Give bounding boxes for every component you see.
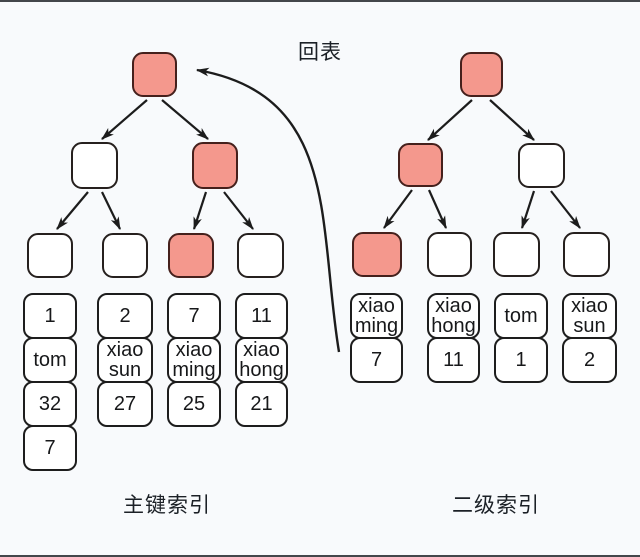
record-box: 27 (97, 381, 153, 427)
record-box: 7 (23, 425, 77, 471)
edge-primary-root-right (161, 99, 209, 140)
primary-leaf-node-2 (102, 233, 148, 278)
secondary-leaf-column-1: xiao ming 7 (350, 293, 403, 383)
edge-secondary-l2a-leaf1 (383, 189, 413, 229)
record-box: xiao hong (235, 337, 288, 383)
record-box: 7 (350, 337, 403, 383)
record-box: 11 (427, 337, 480, 383)
primary-root-node (132, 52, 177, 97)
record-box: xiao ming (350, 293, 403, 339)
primary-index-caption: 主键索引 (123, 494, 211, 517)
record-box: tom (494, 293, 548, 339)
primary-leaf-column-3: 7 xiao ming 25 (167, 293, 221, 427)
back-to-table-label: 回表 (298, 41, 342, 64)
record-box: 21 (235, 381, 288, 427)
edge-secondary-root-left (427, 99, 473, 141)
edge-secondary-l2a-leaf2 (427, 189, 448, 229)
edge-secondary-root-right (489, 99, 535, 141)
record-box: 11 (235, 293, 288, 339)
record-box: 25 (167, 381, 221, 427)
primary-leaf-node-4 (237, 233, 284, 278)
bottom-frame-line (0, 555, 640, 557)
edge-primary-l2a-leaf1 (56, 191, 89, 230)
primary-leaf-column-1: 1 tom 32 7 (23, 293, 77, 471)
secondary-leaf-column-4: xiao sun 2 (562, 293, 617, 383)
primary-leaf-node-1 (27, 233, 73, 278)
primary-internal-node-right (192, 142, 238, 189)
primary-internal-node-left (71, 142, 118, 189)
edge-primary-l2b-leaf4 (223, 191, 254, 230)
secondary-leaf-column-2: xiao hong 11 (427, 293, 480, 383)
secondary-leaf-column-3: tom 1 (494, 293, 548, 383)
record-box: xiao ming (167, 337, 221, 383)
edge-primary-root-left (101, 99, 148, 140)
record-box: 1 (23, 293, 77, 339)
record-box: 32 (23, 381, 77, 427)
secondary-index-caption: 二级索引 (452, 494, 540, 517)
primary-leaf-column-2: 2 xiao sun 27 (97, 293, 153, 427)
primary-leaf-column-4: 11 xiao hong 21 (235, 293, 288, 427)
edge-secondary-l2b-leaf4 (550, 190, 581, 229)
edge-primary-l2b-leaf3 (192, 191, 208, 231)
primary-leaf-node-3 (168, 233, 214, 278)
secondary-root-node (460, 52, 503, 97)
record-box: 1 (494, 337, 548, 383)
record-box: tom (23, 337, 77, 383)
record-box: xiao sun (97, 337, 153, 383)
secondary-leaf-node-2 (427, 232, 472, 277)
record-box: xiao hong (427, 293, 480, 339)
record-box: 2 (562, 337, 617, 383)
record-box: xiao sun (562, 293, 617, 339)
secondary-internal-node-left (398, 143, 443, 187)
secondary-leaf-node-1 (352, 232, 402, 277)
edge-secondary-l2b-leaf3 (520, 190, 536, 230)
record-box: 7 (167, 293, 221, 339)
secondary-internal-node-right (518, 143, 565, 188)
secondary-leaf-node-4 (563, 232, 610, 277)
record-box: 2 (97, 293, 153, 339)
secondary-leaf-node-3 (493, 232, 540, 277)
top-frame-line (0, 0, 640, 2)
edge-primary-l2a-leaf2 (101, 191, 121, 230)
